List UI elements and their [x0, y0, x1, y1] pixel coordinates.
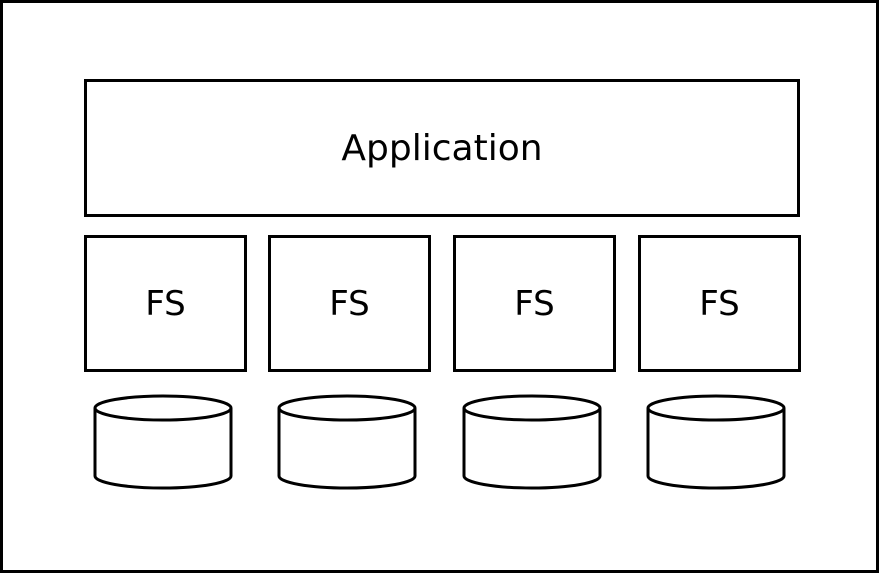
- filesystem-box-2: FS: [268, 235, 431, 372]
- filesystem-label-1: FS: [145, 283, 186, 324]
- filesystem-box-1: FS: [84, 235, 247, 372]
- application-box: Application: [84, 79, 800, 217]
- disk-cylinder-icon: [462, 394, 602, 490]
- disk-cylinder-icon: [277, 394, 417, 490]
- disks-layer: [93, 394, 786, 490]
- filesystem-label-2: FS: [329, 283, 370, 324]
- filesystem-box-4: FS: [638, 235, 801, 372]
- filesystem-box-3: FS: [453, 235, 616, 372]
- filesystem-label-4: FS: [699, 283, 740, 324]
- disk-cylinder-icon: [646, 394, 786, 490]
- application-label: Application: [341, 127, 543, 169]
- disk-cylinder-icon: [93, 394, 233, 490]
- filesystem-label-3: FS: [514, 283, 555, 324]
